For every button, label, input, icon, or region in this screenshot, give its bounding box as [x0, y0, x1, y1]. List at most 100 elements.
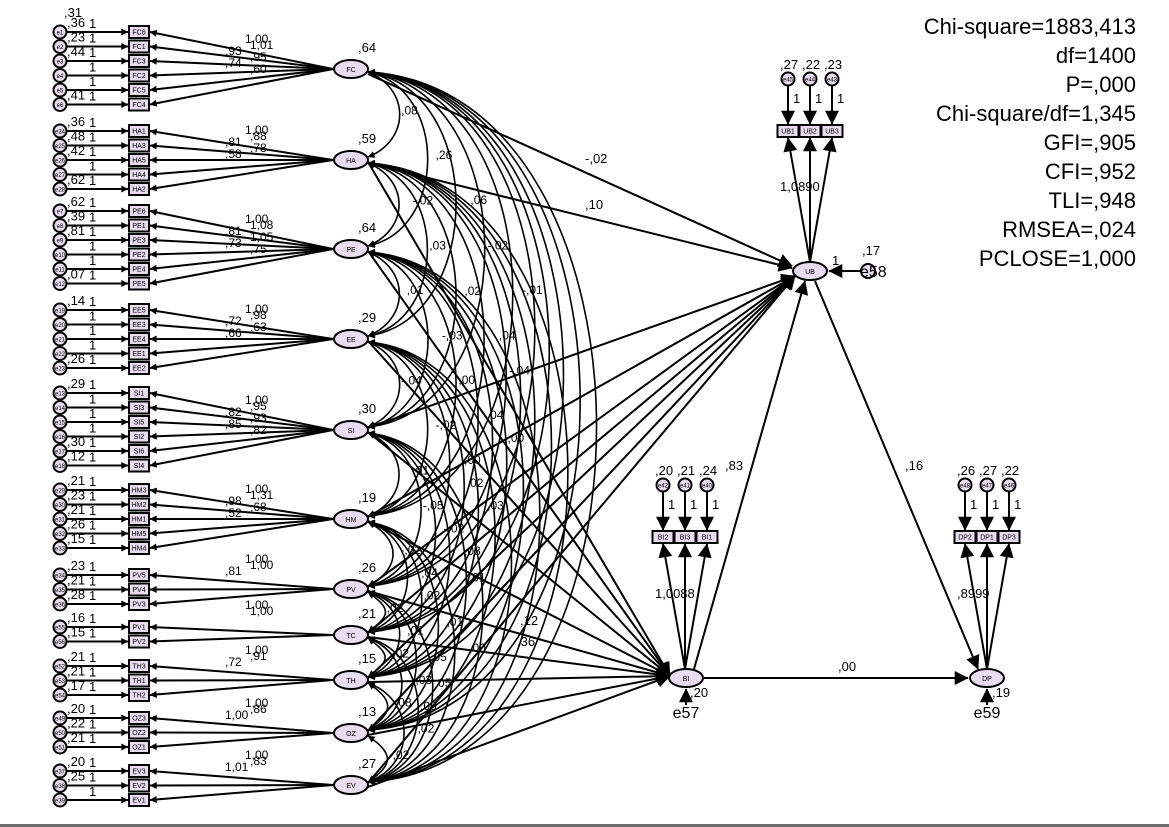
error-variance-label: ,21 [67, 730, 85, 745]
loading-path [809, 137, 837, 263]
indicator-si2 [128, 429, 150, 444]
error-term-label: e15 [55, 421, 66, 427]
coef-label: ,10 [585, 197, 603, 212]
indicator-si4-label: SI4 [134, 463, 145, 470]
indicator-ee1 [128, 346, 150, 361]
loading-path [149, 338, 334, 357]
covariance-arc [367, 590, 418, 732]
error-term-e7 [52, 203, 68, 219]
indicator-fc6-label: FC6 [132, 30, 145, 37]
loading-path [149, 585, 334, 593]
error-term-e13 [52, 385, 68, 401]
indicator-bi1-label: BI1 [702, 535, 713, 542]
latent-variance-label: ,30 [358, 401, 376, 416]
error-term-label: e40 [702, 484, 713, 490]
loading-label: 1,00 [245, 212, 269, 226]
loading-path [149, 588, 334, 607]
loading-path [149, 43, 334, 70]
indicator-ev2 [128, 778, 150, 793]
loading-label: 1,00 [245, 598, 269, 612]
path-si-bi [367, 431, 671, 677]
loading-label: ,66 [225, 326, 242, 340]
loading-path [149, 518, 334, 551]
covariance-label: -,02 [436, 418, 457, 432]
covariance-label: ,03 [415, 673, 432, 687]
error-term-e44 [802, 71, 818, 87]
covariance-label: ,01 [446, 615, 463, 629]
latent-oz [333, 723, 369, 743]
error-term-label: e28 [55, 188, 66, 194]
fit-index-pclose: PCLOSE=1,000 [978, 246, 1136, 271]
covariance-arc [367, 339, 480, 680]
fixed-one-label: 1 [89, 518, 96, 533]
loading-label: ,73 [225, 236, 242, 250]
fixed-one-label: 1 [712, 497, 719, 512]
indicator-ev3-label: EV3 [132, 769, 145, 776]
indicator-si2-label: SI2 [134, 434, 145, 441]
error-term-e24 [52, 123, 68, 139]
indicator-ha2 [128, 182, 150, 196]
loading-path [149, 501, 334, 520]
indicator-pv5 [128, 568, 150, 582]
error-variance-label: ,26 [67, 351, 85, 366]
error-term-e16 [52, 429, 68, 444]
path-tc-bi [367, 636, 671, 682]
covariance-arc [367, 68, 565, 681]
covariance-label: ,02 [424, 589, 441, 603]
covariance-arc [367, 339, 451, 589]
loading-path [149, 222, 334, 250]
fixed-one-label: 1 [89, 421, 96, 436]
fixed-one-label: 1 [89, 352, 96, 367]
covariance-arc [367, 430, 468, 733]
covariance-label: ,08 [395, 696, 412, 710]
error-variance-label: ,21 [677, 463, 695, 478]
loading-path [149, 429, 334, 468]
error-term-label: e10 [55, 253, 66, 259]
latent-variance-label: ,27 [358, 756, 376, 771]
indicator-si5-label: SI5 [134, 420, 145, 427]
indicator-dp3-label: DP3 [1002, 535, 1016, 542]
error-term-label: e54 [55, 694, 66, 700]
fixed-one-label: 1 [970, 497, 977, 512]
error-term-label: e27 [55, 173, 66, 179]
fixed-one-label: 1 [89, 392, 96, 407]
covariance-arc [367, 681, 405, 784]
latent-fc-label: FC [346, 67, 355, 74]
error-term-label: e44 [805, 78, 816, 84]
covariance-label: ,04 [487, 408, 504, 422]
indicator-dp3 [997, 530, 1021, 544]
latent-pv-label: PV [346, 587, 356, 594]
loading-path [149, 68, 334, 93]
error-term-label: e9 [57, 239, 64, 245]
indicator-fc3 [128, 54, 150, 68]
error-term-label: e30 [55, 503, 66, 509]
covariance-label: ,26 [436, 148, 453, 162]
error-term-label: e6 [57, 103, 64, 109]
loading-label: ,98 [225, 494, 242, 508]
loading-path [149, 715, 334, 734]
error-term-e14 [52, 400, 68, 415]
error-term-label: e29 [55, 489, 66, 495]
error-term-label: e53 [55, 679, 66, 685]
indicator-oz3-label: OZ3 [132, 716, 146, 723]
loading-path [149, 29, 334, 70]
fixed-one-label: 1 [690, 497, 697, 512]
error-term-label: e49 [55, 717, 66, 723]
indicator-pe6-label: PE6 [132, 209, 145, 216]
loading-label: 1,00 [245, 552, 269, 566]
covariance-arc [367, 249, 429, 430]
error-term-label: e2 [57, 45, 64, 51]
error-term-e12 [52, 276, 68, 291]
error-term-e37 [52, 763, 68, 779]
covariance-arc [367, 637, 403, 731]
error-variance-label: ,22 [1001, 463, 1019, 478]
path-hm-ub [367, 275, 796, 518]
fixed-one-label: 1 [815, 91, 822, 106]
loading-label: 1,01 [250, 38, 274, 52]
covariance-label: ,01 [412, 464, 429, 478]
latent-tc-label: TC [346, 633, 355, 640]
indicator-ev2-label: EV2 [132, 783, 145, 790]
latent-ee [333, 329, 369, 349]
loading-label: ,74 [225, 56, 242, 70]
loading-path [658, 543, 686, 670]
